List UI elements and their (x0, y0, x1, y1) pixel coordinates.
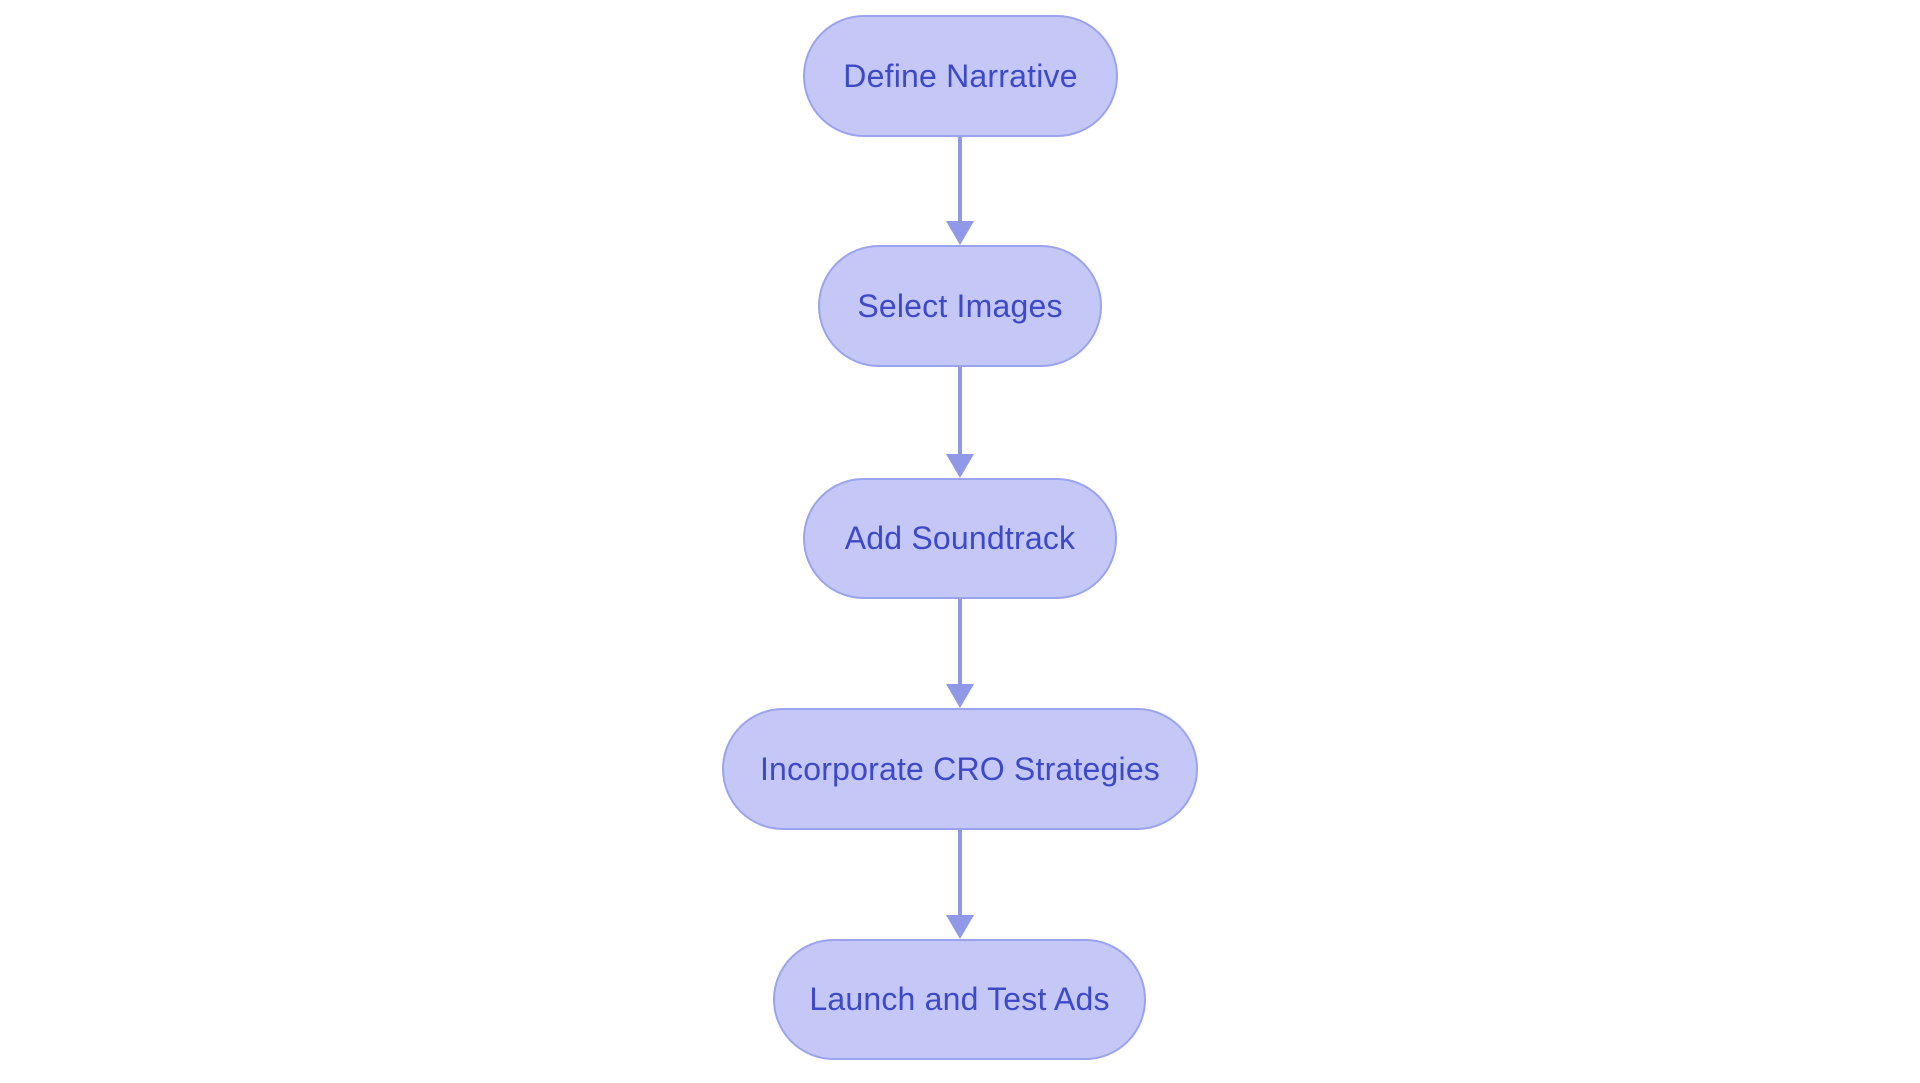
flow-node-label: Launch and Test Ads (809, 981, 1110, 1017)
flow-node-label: Select Images (857, 287, 1063, 324)
arrow-down-icon (946, 915, 974, 939)
flow-node-launch-and-test-ads: Launch and Test Ads (773, 939, 1146, 1060)
flow-node-label: Add Soundtrack (844, 520, 1076, 556)
flow-node-add-soundtrack: Add Soundtrack (803, 478, 1117, 599)
edge-n2-n3 (946, 367, 974, 478)
flow-node-label: Incorporate CRO Strategies (759, 750, 1161, 787)
arrow-shaft (958, 830, 962, 915)
arrow-shaft (958, 137, 962, 221)
flow-node-select-images: Select Images (818, 245, 1102, 367)
arrow-shaft (958, 599, 962, 684)
edge-n1-n2 (946, 137, 974, 245)
flow-node-define-narrative: Define Narrative (803, 15, 1118, 137)
edge-n4-n5 (946, 830, 974, 939)
flow-node-incorporate-cro-strategies: Incorporate CRO Strategies (722, 708, 1198, 830)
flow-node-label: Define Narrative (843, 57, 1078, 94)
arrow-down-icon (946, 221, 974, 245)
arrow-down-icon (946, 454, 974, 478)
arrow-down-icon (946, 684, 974, 708)
edge-n3-n4 (946, 599, 974, 708)
arrow-shaft (958, 367, 962, 454)
